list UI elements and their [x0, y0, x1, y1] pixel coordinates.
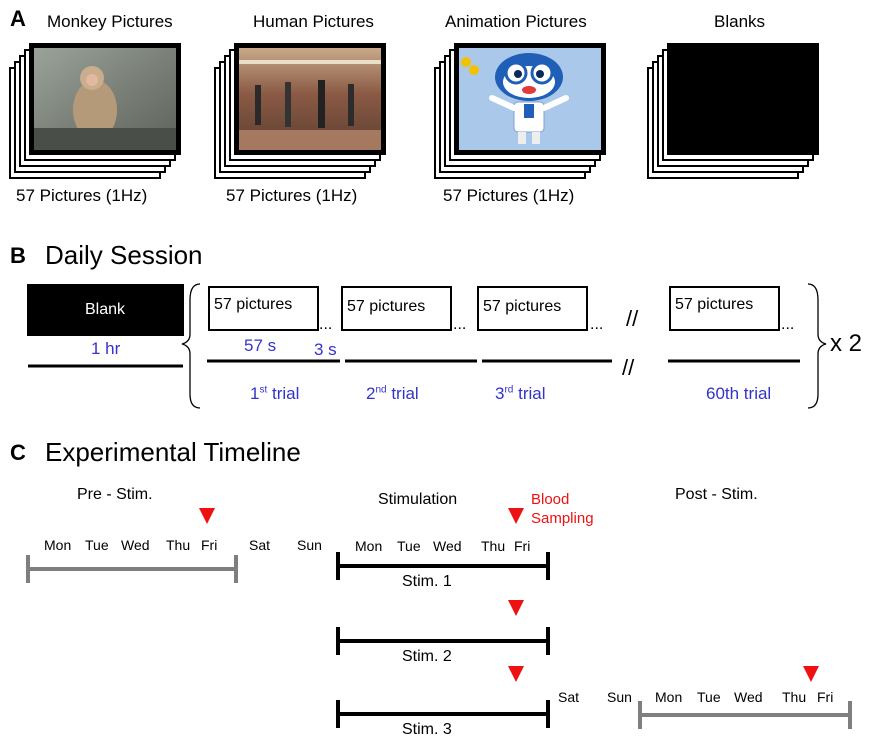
stim-1-arrow-icon	[508, 508, 524, 524]
daily-session-heading: Daily Session	[45, 240, 203, 270]
panel-a-letter: A	[10, 6, 26, 31]
blanks-stack	[647, 43, 819, 179]
trial-3-box-label: 57 pictures	[483, 298, 562, 315]
right-brace	[807, 283, 827, 409]
post-day-mon: Mon	[655, 689, 683, 705]
break-mark-upper: //	[626, 306, 639, 331]
trial-1-box-label: 57 pictures	[214, 296, 293, 313]
trial-60-label: 60th trial	[706, 384, 772, 403]
stim-day-wed: Wed	[433, 538, 462, 554]
pre-day-tue: Tue	[85, 537, 109, 553]
stim-day-thu: Thu	[481, 538, 506, 554]
stim-2-timeline	[336, 627, 550, 655]
pre-stim-arrow-icon	[199, 508, 215, 524]
stim-2-label: Stim. 2	[402, 648, 452, 665]
repeat-label: x 2	[830, 330, 863, 357]
panel-b-letter: B	[10, 243, 26, 268]
monkey-stack-title: Monkey Pictures	[47, 12, 173, 31]
stim-duration-label: 57 s	[244, 336, 277, 355]
pre-day-mon: Mon	[44, 537, 72, 553]
trial-60-picture-box	[669, 286, 780, 331]
stimulation-label: Stimulation	[378, 491, 458, 508]
blank-label: Blank	[85, 301, 126, 318]
human-picture-stack	[214, 43, 386, 179]
trial-2-label: 2nd trial	[366, 384, 419, 403]
monkey-stack-caption: 57 Pictures (1Hz)	[16, 186, 148, 205]
blanks-stack-title: Blanks	[714, 12, 766, 31]
human-stack-title: Human Pictures	[253, 12, 374, 31]
post-stim-arrow-icon	[803, 666, 819, 682]
ellipsis-2: ...	[453, 316, 467, 333]
pre-day-fri: Fri	[201, 537, 218, 553]
post-day-fri: Fri	[817, 689, 834, 705]
experimental-timeline-heading: Experimental Timeline	[45, 437, 301, 467]
post-stim-timeline	[638, 701, 852, 729]
pre-day-thu: Thu	[166, 537, 191, 553]
post-day-thu: Thu	[782, 689, 807, 705]
pre-day-sat: Sat	[249, 537, 271, 553]
pre-day-sun: Sun	[297, 537, 322, 553]
stim-1-timeline	[336, 552, 550, 580]
pre-stim-label: Pre - Stim.	[77, 486, 153, 503]
pre-day-wed: Wed	[121, 537, 150, 553]
pre-stim-timeline	[26, 555, 238, 583]
animation-stack-caption: 57 Pictures (1Hz)	[443, 186, 575, 205]
post-day-wed: Wed	[734, 689, 763, 705]
stim-day-fri: Fri	[514, 538, 531, 554]
trial-3-picture-box	[477, 286, 588, 331]
blank-period-box	[27, 284, 184, 336]
blank-duration: 1 hr	[91, 339, 121, 358]
stim-3-label: Stim. 3	[402, 721, 452, 738]
stim-3-arrow-icon	[508, 666, 524, 682]
trial-2-box-label: 57 pictures	[347, 298, 426, 315]
post-day-sat: Sat	[558, 689, 580, 705]
panel-c-letter: C	[10, 440, 26, 465]
break-mark-lower: //	[622, 355, 635, 380]
trial-3-label: 3rd trial	[495, 384, 546, 403]
stim-2-arrow-icon	[508, 600, 524, 616]
stim-day-mon: Mon	[355, 538, 383, 554]
trial-2-picture-box	[341, 286, 452, 331]
ellipsis-4: ...	[781, 316, 795, 333]
ellipsis-3: ...	[590, 316, 604, 333]
trial-1-picture-box	[208, 286, 319, 331]
monkey-picture-stack	[9, 43, 181, 179]
trial-1-label: 1st trial	[250, 384, 300, 403]
post-day-sun: Sun	[607, 689, 632, 705]
stim-1-label: Stim. 1	[402, 573, 452, 590]
blood-sampling-label: Blood Sampling	[531, 491, 594, 527]
stim-day-tue: Tue	[397, 538, 421, 554]
trial-60-box-label: 57 pictures	[675, 296, 754, 313]
ellipsis-1: ...	[319, 316, 333, 333]
human-stack-caption: 57 Pictures (1Hz)	[226, 186, 358, 205]
stim-3-timeline	[336, 700, 550, 728]
animation-stack-title: Animation Pictures	[445, 12, 587, 31]
gap-duration-label: 3 s	[314, 340, 337, 359]
animation-picture-stack	[434, 43, 606, 179]
post-stim-label: Post - Stim.	[675, 486, 758, 503]
post-day-tue: Tue	[697, 689, 721, 705]
left-brace	[181, 283, 201, 409]
